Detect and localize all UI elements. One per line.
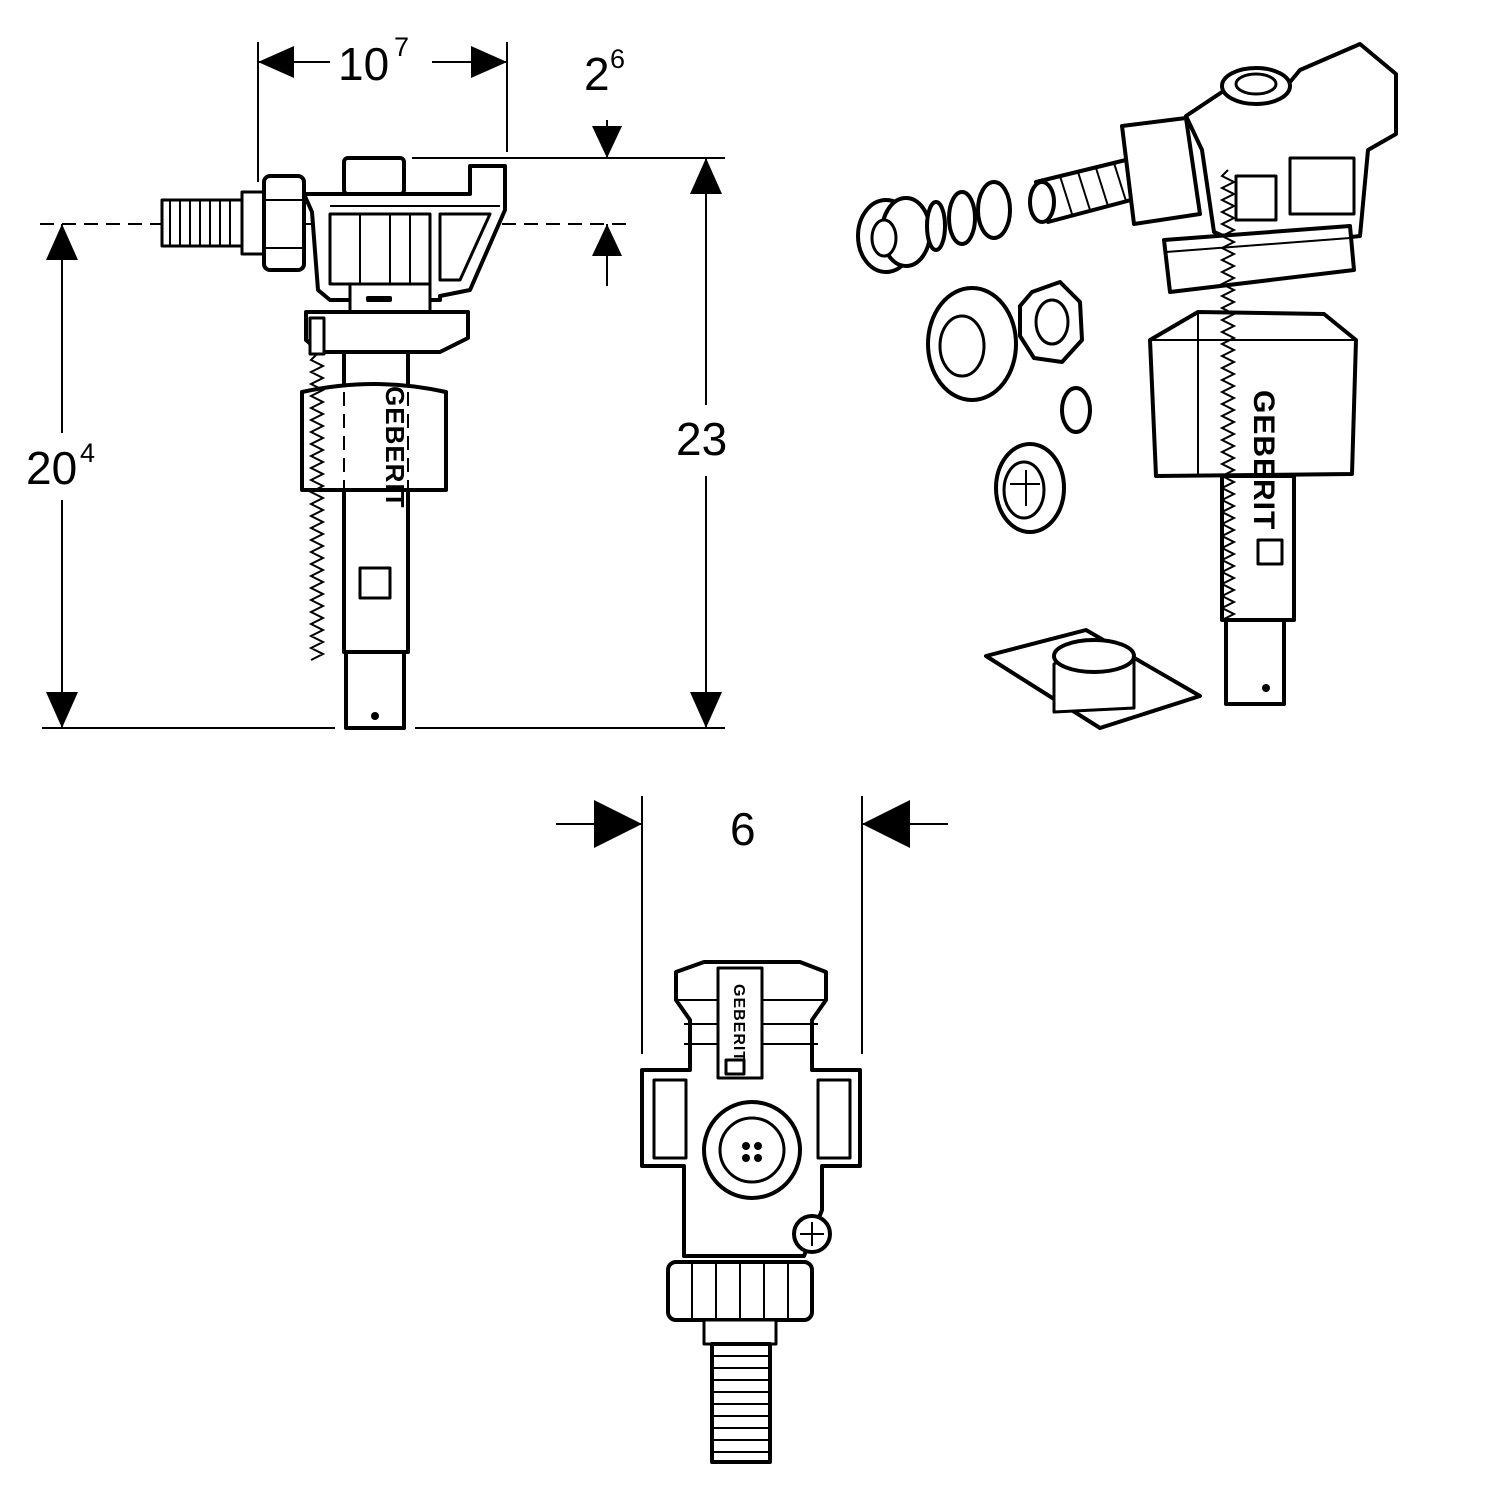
- front-view-drawing: 10 7 2 6 23 20: [26, 32, 727, 730]
- o-ring-1: [925, 200, 947, 252]
- dimension-width-top-value: 10: [338, 38, 389, 90]
- lower-nut: [666, 1260, 814, 1322]
- dimension-width-top: 10 7: [257, 32, 508, 182]
- brand-label-iso: GEBERIT: [1247, 390, 1280, 530]
- dimension-height-total-value: 23: [676, 413, 727, 465]
- o-ring-2: [947, 190, 977, 246]
- dimension-height-total: 23: [676, 158, 727, 728]
- hex-nut: [1018, 280, 1084, 364]
- valve-collar-iso: [1162, 224, 1356, 294]
- dimension-width-side-value: 6: [730, 803, 756, 855]
- fill-valve-side-view: GEBERIT: [640, 960, 862, 1464]
- float-body: [300, 382, 448, 492]
- fill-valve-front-view: GEBERIT: [160, 156, 507, 730]
- valve-head-iso: [1120, 42, 1398, 250]
- dimension-height-inlet-value: 20: [26, 442, 77, 494]
- filter-cap: [994, 442, 1066, 534]
- dimension-top-offset: 2 6: [412, 44, 725, 286]
- dimension-height-inlet: 20 4: [26, 224, 95, 728]
- dimension-top-offset-value: 2: [584, 48, 610, 100]
- flat-washer: [926, 286, 1018, 402]
- small-seal: [1060, 386, 1092, 434]
- front-port: [702, 1100, 802, 1200]
- compression-nut: [856, 196, 932, 274]
- brand-square-front: [358, 566, 392, 600]
- nut-collar: [702, 1318, 778, 1346]
- o-ring-3: [976, 180, 1012, 240]
- float-body-iso: [1148, 310, 1358, 478]
- dimension-top-offset-sup: 6: [610, 44, 625, 74]
- dimension-width-side: 6: [556, 796, 948, 1054]
- spring-iso: [1219, 169, 1237, 621]
- brand-label-side: GEBERIT: [730, 984, 747, 1062]
- valve-shaft-iso: GEBERIT: [1220, 390, 1296, 706]
- collar-edge-iso: [1165, 237, 1351, 253]
- valve-collar: [304, 310, 470, 354]
- valve-head: [302, 156, 507, 314]
- brand-label-front: GEBERIT: [380, 386, 410, 509]
- side-view-drawing: 6 GEBERIT: [556, 796, 948, 1464]
- spring-rod: [308, 316, 326, 661]
- mounting-bracket: [984, 628, 1202, 730]
- threaded-stem: [710, 1342, 772, 1464]
- exploded-view-drawing: GEBERIT: [856, 42, 1398, 730]
- dimension-width-top-sup: 7: [394, 32, 409, 62]
- dimension-height-inlet-sup: 4: [80, 438, 95, 468]
- adjustment-screw: [792, 1214, 832, 1254]
- threaded-inlet: [160, 174, 306, 272]
- lower-tube: [344, 650, 406, 730]
